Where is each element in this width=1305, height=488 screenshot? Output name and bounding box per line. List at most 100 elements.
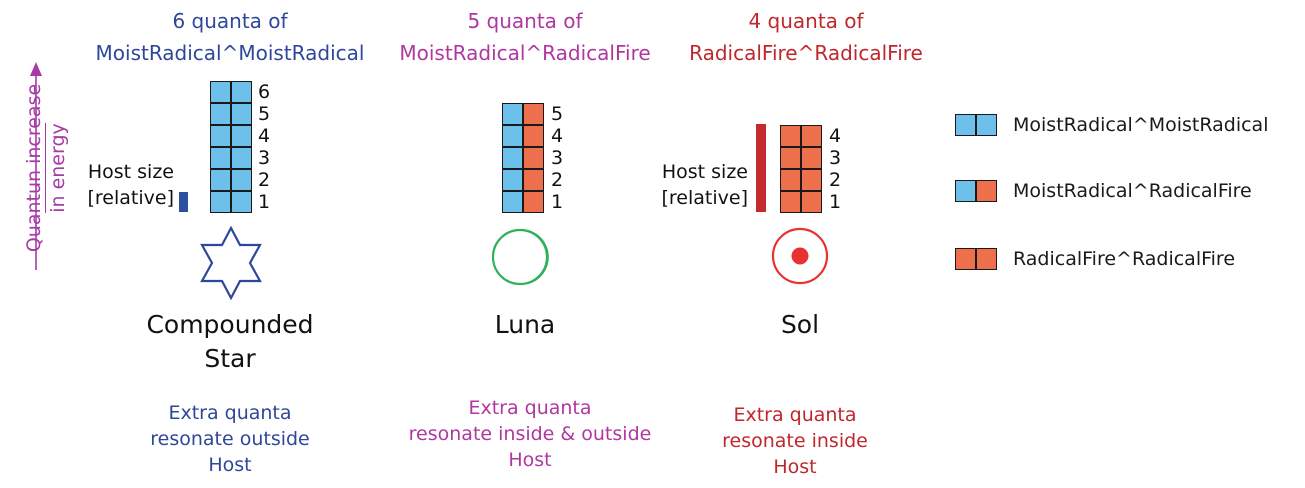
resonance-note: Extra quanta resonate inside & outside H… — [390, 395, 670, 473]
host-size-bar — [756, 124, 766, 212]
resonance-note-line2: resonate inside & outside — [408, 423, 652, 445]
resonance-note-line1: Extra quanta — [733, 404, 857, 426]
quanta-cell — [502, 147, 523, 169]
quanta-cell — [801, 147, 822, 169]
resonance-note-line3: Host — [508, 449, 552, 471]
resonance-note-line2: resonate outside — [150, 428, 310, 450]
legend-swatch-cell — [976, 114, 997, 136]
quanta-cell — [231, 169, 252, 191]
header-quanta-type: MoistRadical^RadicalFire — [399, 41, 651, 65]
quanta-cell — [210, 191, 231, 213]
moon-circle-icon — [491, 228, 549, 286]
resonance-note-line1: Extra quanta — [168, 402, 292, 424]
host-size-line1: Host size — [87, 161, 174, 183]
quanta-grid — [210, 81, 252, 213]
quanta-cell — [780, 147, 801, 169]
legend-swatch-cell — [976, 180, 997, 202]
sun-circle-icon — [771, 227, 829, 285]
quanta-number: 3 — [258, 147, 271, 169]
quanta-number: 1 — [829, 191, 842, 213]
resonance-note: Extra quanta resonate outside Host — [110, 400, 350, 478]
resonance-note-line1: Extra quanta — [468, 397, 592, 419]
quanta-number: 6 — [258, 81, 271, 103]
quanta-number: 2 — [551, 169, 564, 191]
quanta-cell — [502, 125, 523, 147]
quanta-cell — [523, 103, 544, 125]
quanta-cell — [231, 103, 252, 125]
quanta-number: 1 — [551, 191, 564, 213]
quanta-cell — [502, 169, 523, 191]
header-quanta-type: MoistRadical^MoistRadical — [95, 41, 365, 65]
legend-label: MoistRadical^RadicalFire — [1013, 180, 1252, 202]
quanta-cell — [801, 191, 822, 213]
header-quanta-count: 5 quanta of — [467, 9, 583, 33]
legend-swatch — [955, 114, 997, 136]
quanta-cell — [523, 125, 544, 147]
legend-swatch — [955, 248, 997, 270]
quanta-number: 4 — [258, 125, 271, 147]
quanta-cell — [523, 169, 544, 191]
quanta-cell — [210, 103, 231, 125]
host-size-line1: Host size — [661, 161, 748, 183]
legend-swatch-cell — [955, 248, 976, 270]
quanta-grid — [780, 125, 822, 213]
resonance-note-line3: Host — [773, 456, 817, 478]
quanta-grid — [502, 103, 544, 213]
quanta-number: 4 — [829, 125, 842, 147]
quanta-cell — [780, 125, 801, 147]
quanta-cell — [502, 191, 523, 213]
quanta-number: 2 — [829, 169, 842, 191]
header-quanta-count: 4 quanta of — [748, 9, 864, 33]
header-quanta-count: 6 quanta of — [172, 9, 288, 33]
energy-axis-arrow — [30, 62, 42, 270]
resonance-note-line2: resonate inside — [722, 430, 868, 452]
resonance-note: Extra quanta resonate inside Host — [675, 402, 915, 480]
quanta-cell — [523, 191, 544, 213]
quanta-number: 3 — [829, 147, 842, 169]
quanta-cell — [231, 81, 252, 103]
host-name-line2: Star — [204, 344, 256, 373]
quanta-cell — [231, 125, 252, 147]
quanta-cell — [231, 191, 252, 213]
quanta-cell — [801, 125, 822, 147]
quanta-cell — [780, 169, 801, 191]
host-size-line2: [relative] — [87, 187, 175, 209]
quanta-number: 3 — [551, 147, 564, 169]
host-size-label: Host size [relative] — [652, 159, 749, 211]
quanta-cell — [502, 103, 523, 125]
legend-swatch-cell — [955, 114, 976, 136]
six-point-star-icon — [200, 225, 262, 301]
host-name: Sol — [780, 310, 820, 339]
quanta-number: 5 — [551, 103, 564, 125]
energy-axis-label-line2: in energy — [45, 123, 69, 213]
host-name: Luna — [494, 310, 556, 339]
quanta-number: 4 — [551, 125, 564, 147]
legend-swatch-cell — [976, 248, 997, 270]
quanta-number: 1 — [258, 191, 271, 213]
energy-axis-label: Quantun increase in energy — [23, 63, 73, 273]
host-size-bar — [179, 192, 188, 212]
host-size-line2: [relative] — [661, 187, 749, 209]
legend-swatch-cell — [955, 180, 976, 202]
quanta-number: 2 — [258, 169, 271, 191]
legend-swatch — [955, 180, 997, 202]
energy-axis-label-line1: Quantun increase — [23, 83, 45, 253]
quanta-number: 5 — [258, 103, 271, 125]
quanta-cell — [231, 147, 252, 169]
legend-label: MoistRadical^MoistRadical — [1013, 114, 1269, 136]
quanta-cell — [801, 169, 822, 191]
header-quanta-type: RadicalFire^RadicalFire — [689, 41, 923, 65]
quanta-cell — [210, 81, 231, 103]
host-size-label: Host size [relative] — [82, 159, 175, 211]
quanta-cell — [780, 191, 801, 213]
legend-label: RadicalFire^RadicalFire — [1013, 248, 1236, 270]
quanta-cell — [210, 147, 231, 169]
host-name-line1: Compounded — [146, 310, 314, 339]
resonance-note-line3: Host — [208, 454, 252, 476]
quanta-cell — [210, 169, 231, 191]
quanta-cell — [523, 147, 544, 169]
quanta-cell — [210, 125, 231, 147]
